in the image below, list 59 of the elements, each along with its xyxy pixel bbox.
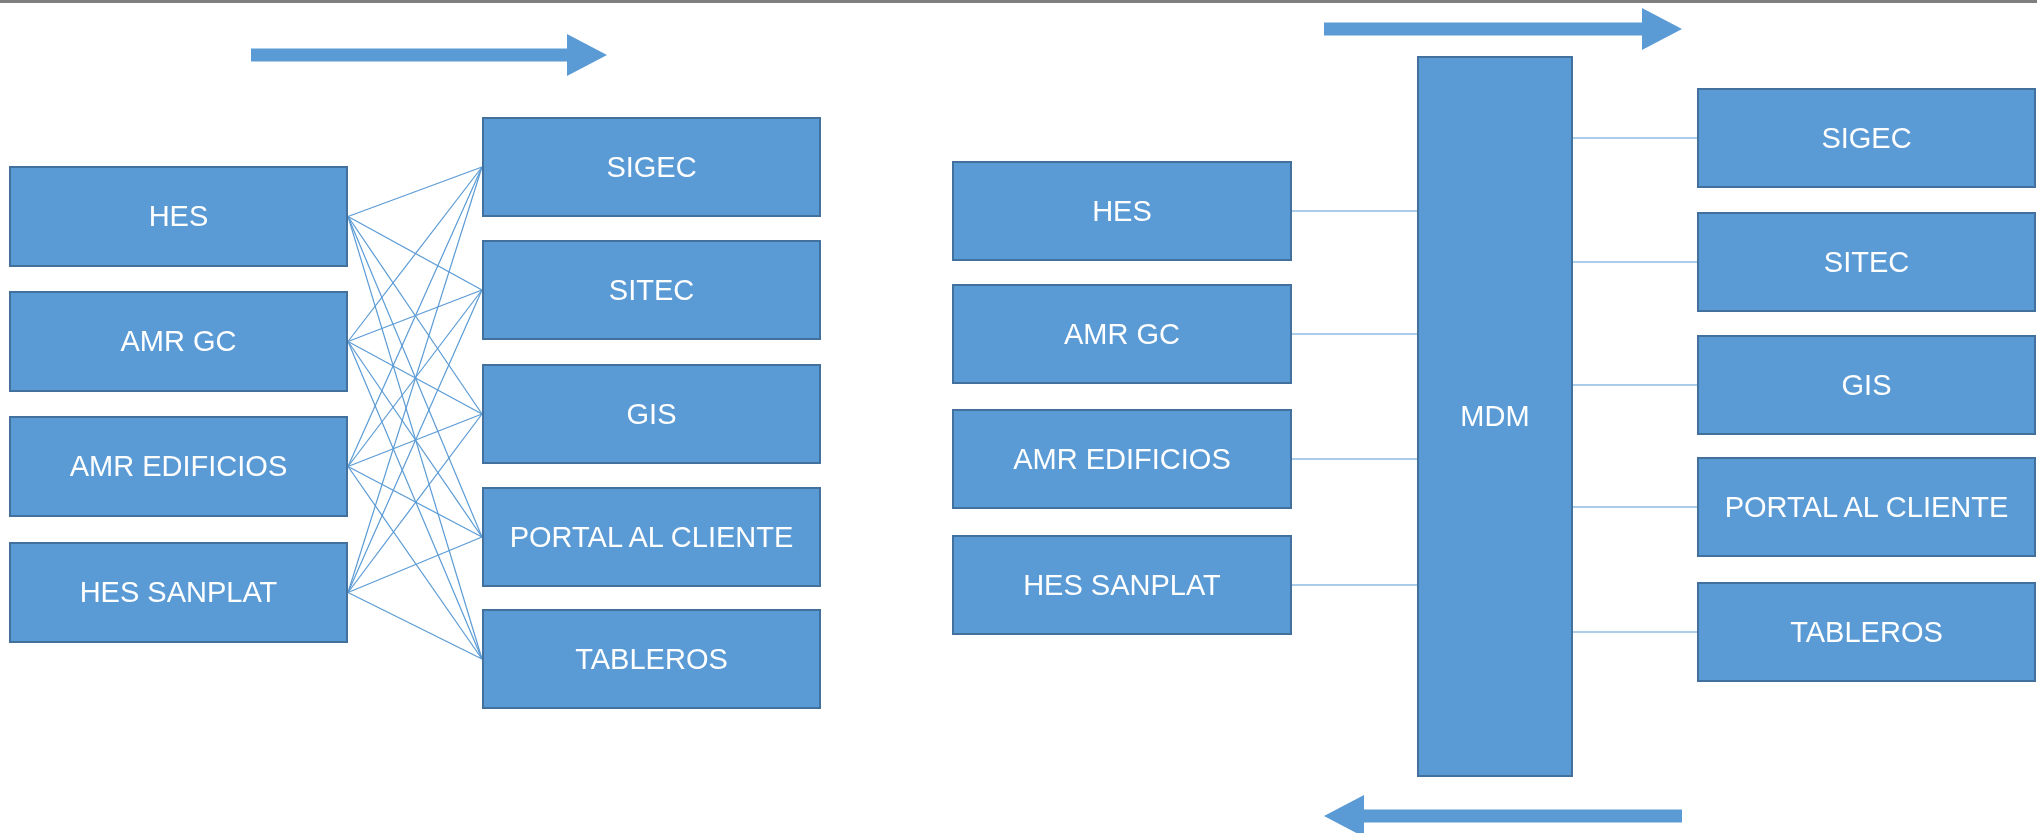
connector-line [347,289,483,468]
system-box [952,409,1292,509]
system-box [1697,582,2036,682]
system-label: TABLEROS [1790,614,1943,650]
system-box [1697,335,2036,435]
system-label: HES SANPLAT [79,575,278,611]
connector-line [1291,458,1418,460]
system-label: PORTAL AL CLIENTE [509,519,794,555]
system-box [9,416,348,517]
system-box [1697,212,2036,312]
system-label: HES SANPLAT [1023,567,1221,603]
system-box [482,609,821,709]
system-label: AMR EDIFICIOS [1013,441,1231,477]
system-box [9,166,348,267]
connector-line [347,465,483,538]
system-label: GIS [1841,367,1892,403]
system-box [1697,457,2036,557]
system-box [482,487,821,587]
system-box [952,161,1292,261]
connector-line [1291,210,1418,212]
connector-line [347,536,483,594]
connector-line [347,413,483,594]
system-label: SIGEC [1821,120,1912,156]
connector-line [347,413,483,468]
connector-line [1291,333,1418,335]
system-label: PORTAL AL CLIENTE [1724,489,2009,525]
system-label: AMR GC [120,324,237,360]
system-box [952,284,1292,384]
system-label: AMR EDIFICIOS [69,449,288,485]
system-label: SITEC [1823,244,1910,280]
connector-line [1572,384,1698,386]
connector-line [1291,584,1418,586]
system-box [1697,88,2036,188]
system-box [952,535,1292,635]
connector-line [1572,137,1698,139]
connector-line [347,340,483,415]
system-label: HES [148,199,209,235]
system-box [482,364,821,464]
system-box [9,291,348,392]
connector-line [347,465,483,660]
system-box [482,117,821,217]
system-label: MDM [1460,399,1530,435]
system-label: SIGEC [606,149,697,185]
connector-line [1572,506,1698,508]
connector-line [347,591,483,660]
connector-line [1572,631,1698,633]
system-label: TABLEROS [575,641,728,677]
system-label: GIS [626,396,677,432]
system-box [9,542,348,643]
system-label: HES [1092,193,1152,229]
system-label: AMR GC [1064,316,1180,352]
connector-line [1572,261,1698,263]
system-box [1417,56,1573,777]
connector-line [347,215,483,291]
system-box [482,240,821,340]
connector-line [347,166,483,218]
connector-line [347,166,483,343]
system-label: SITEC [608,272,695,308]
connector-line [347,289,483,343]
